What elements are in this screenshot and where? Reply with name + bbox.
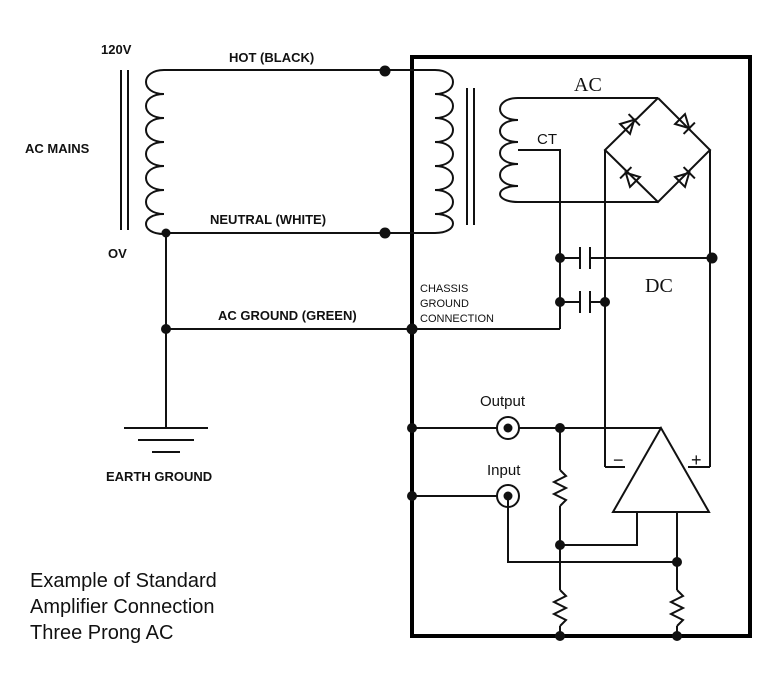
bottom-left-resistor (551, 589, 569, 627)
bottom-left-junction (555, 631, 565, 641)
power-transformer (434, 69, 519, 234)
filter-capacitor-positive (560, 247, 712, 269)
hot-junction (379, 65, 391, 77)
bottom-right-resistor (668, 589, 686, 627)
label-minus: − (613, 450, 624, 470)
cap-neg-left-junction (555, 297, 565, 307)
output-jack-center (503, 423, 513, 433)
bridge-rectifier (603, 97, 712, 204)
label-plus: + (691, 450, 702, 470)
label-hot: HOT (BLACK) (229, 50, 314, 65)
input-signal-wire (507, 496, 678, 563)
label-ct: CT (537, 131, 557, 148)
center-tap-wire (518, 149, 561, 329)
feedback-resistor (551, 469, 569, 507)
cap-neg-right-junction (600, 297, 610, 307)
label-120v: 120V (101, 42, 132, 57)
label-chassis-2: GROUND (420, 298, 469, 310)
earth-ground-symbol (124, 427, 208, 453)
cap-pos-right-junction (706, 252, 718, 264)
label-ov: OV (108, 246, 127, 261)
chassis-box (410, 55, 752, 638)
label-chassis-1: CHASSIS (420, 283, 468, 295)
filter-capacitor-negative (560, 291, 605, 313)
neutral-junction (379, 227, 391, 239)
caption-line-2: Amplifier Connection (30, 596, 215, 618)
label-chassis-3: CONNECTION (420, 313, 494, 325)
caption-line-3: Three Prong AC (30, 622, 174, 644)
ac-ground-left-junction (161, 324, 171, 334)
label-dc: DC (645, 275, 673, 297)
cap-pos-left-junction (555, 253, 565, 263)
input-left-junction (407, 491, 417, 501)
label-ac-mains: AC MAINS (25, 141, 90, 156)
label-earth-ground: EARTH GROUND (106, 469, 212, 484)
diagram-caption: Example of Standard Amplifier Connection… (30, 568, 217, 646)
feedback-to-amp-wire (560, 512, 638, 546)
label-output: Output (480, 393, 526, 410)
output-left-junction (407, 423, 417, 433)
mains-transformer (120, 69, 165, 235)
chassis-ground-junction (406, 323, 418, 335)
label-neutral: NEUTRAL (WHITE) (210, 212, 326, 227)
bottom-right-junction (672, 631, 682, 641)
label-ac: AC (574, 74, 602, 96)
caption-line-1: Example of Standard (30, 570, 217, 592)
feedback-junction (555, 540, 565, 550)
label-ac-ground: AC GROUND (GREEN) (218, 308, 357, 323)
amplifier-symbol (611, 425, 711, 513)
label-input: Input (487, 462, 521, 479)
